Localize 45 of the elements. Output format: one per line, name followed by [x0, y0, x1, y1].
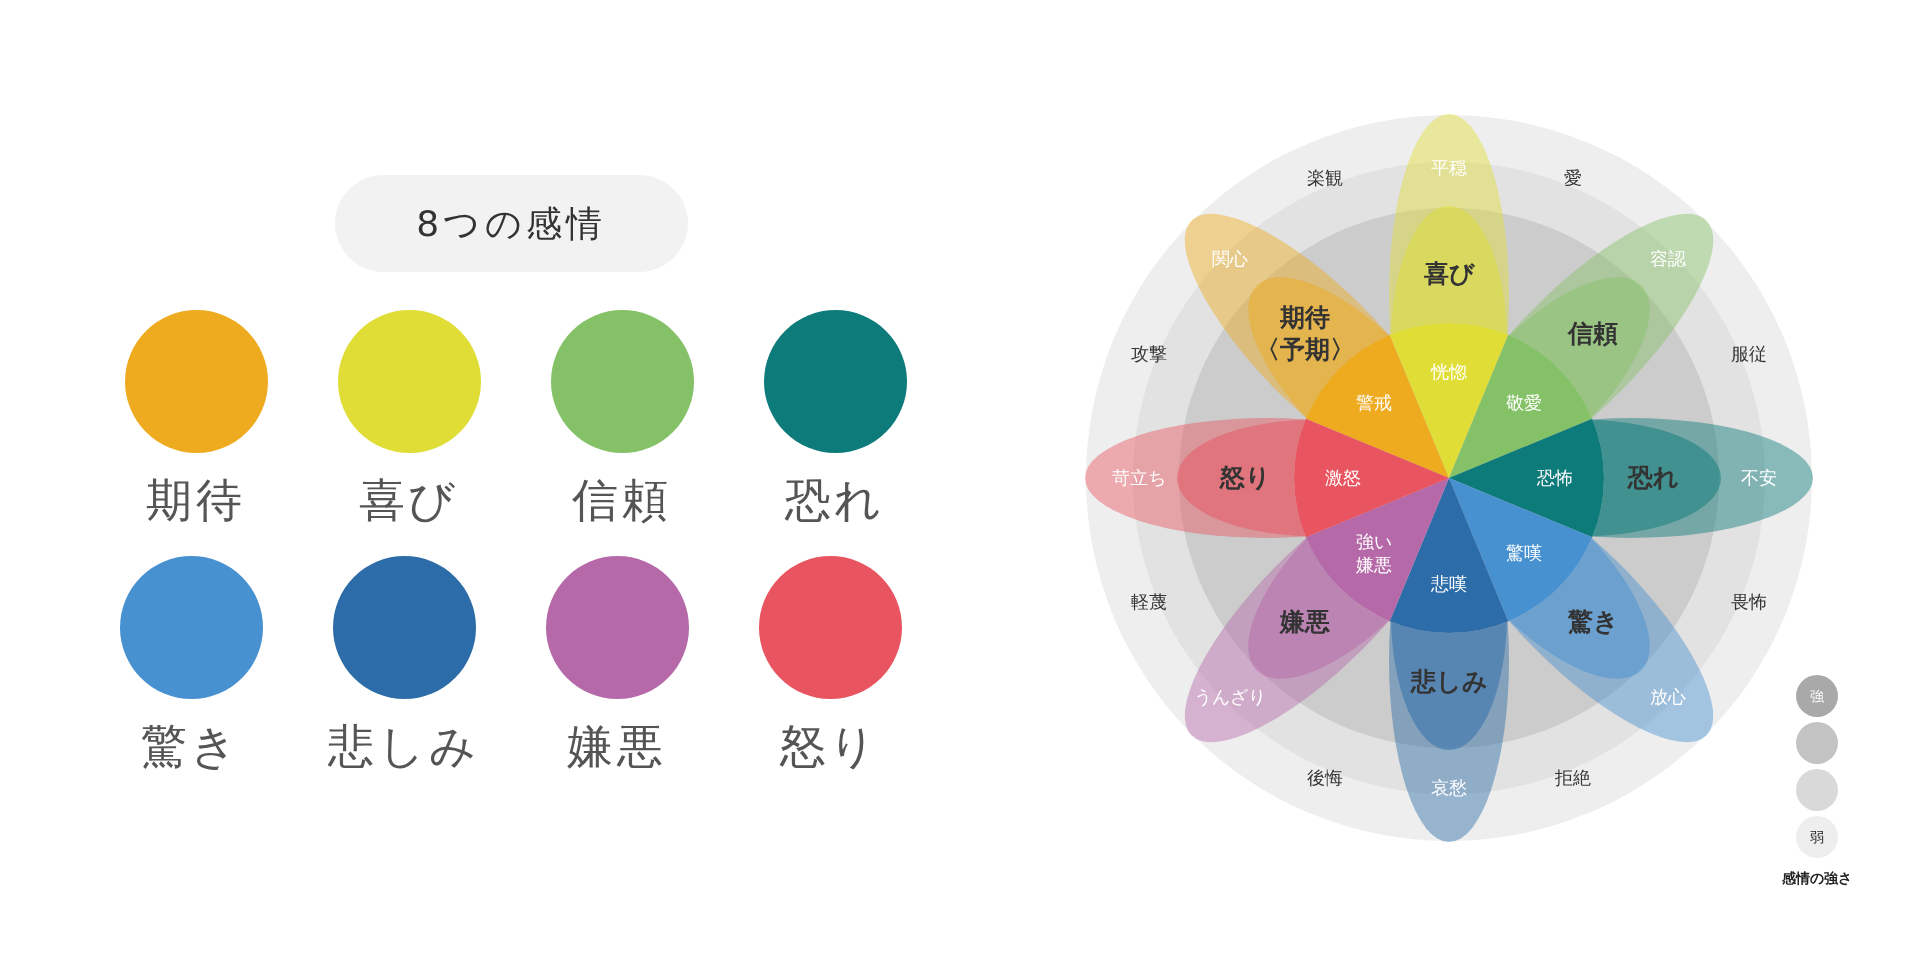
- emotion-label: 喜び: [1423, 257, 1475, 290]
- emotion-label: 悲しみ: [1410, 665, 1488, 698]
- intensity-label: 弱: [1810, 830, 1824, 844]
- emotion-label: 信頼: [1568, 317, 1619, 350]
- emotion-label: 強い嫌悪: [1355, 529, 1394, 577]
- emotion-label: 激怒: [1325, 466, 1361, 490]
- legend-label: 信頼: [572, 477, 672, 523]
- emotion-label: 恍惚: [1431, 360, 1467, 384]
- emotion-label: 放心: [1650, 685, 1687, 709]
- emotion-label: 悲嘆: [1431, 572, 1467, 596]
- legend-label: 恐れ: [784, 477, 886, 523]
- emotion-label: 嫌悪: [1279, 606, 1330, 638]
- heading-pill: 8つの感情: [335, 175, 688, 272]
- emotion-label: 容認: [1650, 247, 1687, 271]
- scale-caption: 感情の強さ: [1782, 871, 1852, 885]
- legend-label: 喜び: [358, 477, 460, 523]
- dyad-label: 攻撃: [1130, 344, 1167, 363]
- emotion-label: 敬愛: [1505, 391, 1542, 415]
- legend-label: 嫌悪: [567, 723, 667, 769]
- emotion-label: 驚嘆: [1505, 541, 1542, 565]
- legend-label: 悲しみ: [328, 723, 480, 769]
- legend-label: 怒り: [779, 723, 881, 769]
- emotion-label: 恐怖: [1537, 466, 1573, 490]
- emotion-label: 不安: [1741, 466, 1777, 490]
- emotion-label: 恐れ: [1627, 461, 1679, 494]
- emotion-label: 平穏: [1431, 156, 1467, 180]
- legend-label: 驚き: [140, 723, 242, 769]
- dyad-label: 楽観: [1306, 168, 1343, 187]
- intensity-label: 強: [1810, 689, 1824, 703]
- emotion-label: うんざり: [1193, 685, 1266, 709]
- emotion-label: 驚き: [1567, 606, 1619, 638]
- emotion-label: 苛立ち: [1112, 466, 1166, 490]
- dyad-label: 後悔: [1306, 769, 1343, 788]
- legend-label: 期待: [146, 477, 246, 523]
- emotion-label: 哀愁: [1431, 776, 1467, 800]
- dyad-label: 拒絶: [1555, 769, 1592, 788]
- dyad-label: 服従: [1731, 344, 1768, 363]
- emotion-label: 期待: [1279, 301, 1330, 334]
- emotion-label: 警戒: [1356, 391, 1393, 415]
- dyad-label: 愛: [1564, 168, 1583, 187]
- dyad-label: 畏怖: [1731, 593, 1768, 612]
- emotion-label: 怒り: [1219, 461, 1271, 494]
- emotion-label: 関心: [1211, 247, 1248, 271]
- dyad-label: 軽蔑: [1130, 593, 1167, 612]
- emotion-label: 〈予期〉: [1254, 333, 1355, 366]
